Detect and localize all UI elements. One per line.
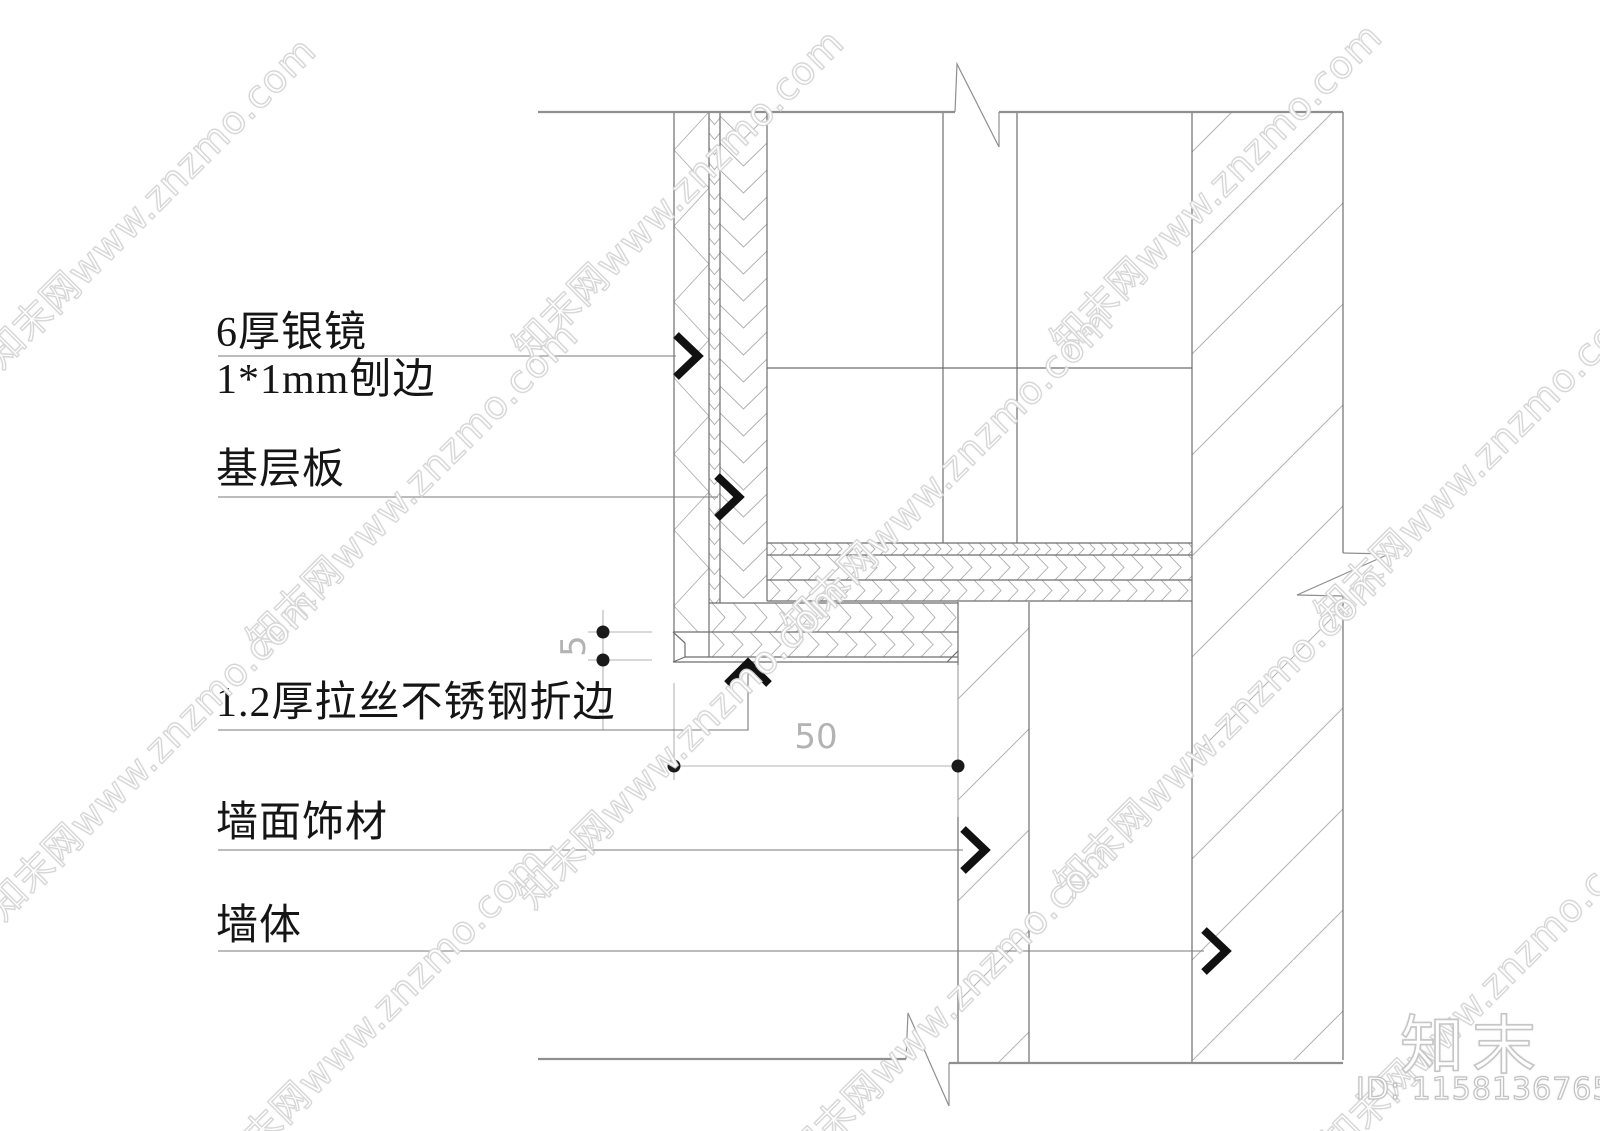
break-lines	[538, 61, 1390, 1107]
leader-lines	[218, 355, 1204, 952]
bottom-board-hatch-a	[709, 603, 958, 632]
site-logo: 知末	[1399, 1009, 1544, 1085]
label-mirror-line1: 6厚银镜	[216, 310, 368, 356]
top-band-board-hatch-a	[767, 555, 1192, 580]
object-lines	[672, 112, 1344, 1063]
label-mirror-line2: 1*1mm刨边	[216, 357, 436, 403]
label-wall: 墙体	[216, 903, 303, 949]
steel-edge-arrow-icon	[724, 657, 772, 687]
base-board-hatch	[720, 112, 767, 601]
thin-ply-hatch	[709, 112, 720, 603]
dim-text-5: 5	[554, 635, 594, 657]
dim-text-50: 50	[794, 717, 838, 757]
dimension-lines	[588, 610, 965, 817]
wall-finish-arrow-icon	[960, 826, 991, 874]
top-band-board-hatch-b	[767, 580, 1192, 601]
right-break-symbol	[1296, 552, 1390, 597]
top-band-thin-ply-hatch	[767, 543, 1192, 555]
label-steel-edge: 1.2厚拉丝不锈钢折边	[216, 680, 616, 726]
leader-arrowheads	[673, 332, 1232, 975]
label-base-board: 基层板	[216, 447, 346, 493]
dimension-dots	[596, 625, 965, 773]
steel-edge-profile	[672, 631, 959, 663]
bottom-board-hatch-b	[709, 632, 958, 657]
wall-arrow-icon	[1201, 927, 1232, 975]
top-break-symbol	[954, 61, 1000, 148]
label-wall-finish: 墙面饰材	[216, 800, 389, 846]
mirror-arrow-icon	[673, 332, 704, 380]
hatch-areas	[674, 112, 1343, 1063]
wall-hatch	[1192, 112, 1343, 1060]
drawing-id: ID: 1158136765	[1355, 1071, 1600, 1107]
base-board-arrow-icon	[714, 473, 745, 521]
bottom-break-symbol	[905, 1012, 950, 1107]
